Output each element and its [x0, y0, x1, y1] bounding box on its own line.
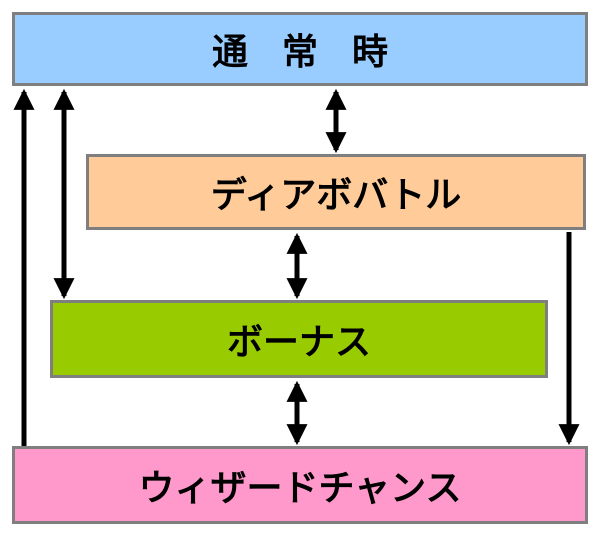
state-wizard-chance: ウィザードチャンス [12, 446, 588, 524]
state-bonus-label: ボーナス [226, 322, 371, 363]
state-dia-battle: ディアボバトル [86, 154, 586, 230]
state-normal-label: 通常時 [211, 32, 422, 73]
state-wizard-chance-label: ウィザードチャンス [138, 468, 462, 509]
state-bonus: ボーナス [50, 300, 548, 378]
state-normal: 通常時 [12, 12, 588, 86]
state-dia-battle-label: ディアボバトル [210, 175, 462, 216]
